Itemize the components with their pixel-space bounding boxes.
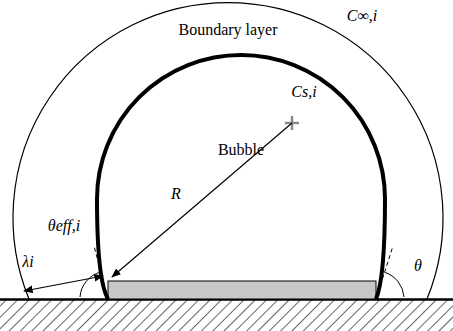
tangent-line xyxy=(94,246,108,299)
dry-patch xyxy=(108,281,376,299)
angle-arc xyxy=(385,272,404,297)
substrate-hatch xyxy=(0,300,453,331)
lambda-arrow xyxy=(24,276,103,291)
boundary-layer-region: Boundary layerBubble xyxy=(13,3,443,299)
region-label: Boundary layer xyxy=(178,21,277,39)
length-label: λi xyxy=(22,253,33,271)
angle-arc xyxy=(80,272,101,297)
radius-arrow xyxy=(112,123,292,277)
bubble: Bubble xyxy=(97,55,385,299)
concentration-label: C∞,i xyxy=(347,7,378,25)
boundary-layer-outline xyxy=(13,3,443,299)
angle-label: θeff,i xyxy=(48,217,80,235)
tangent-line xyxy=(376,246,393,299)
region-label: Bubble xyxy=(218,141,264,159)
radius-label: R xyxy=(171,185,181,203)
concentration-label: Cs,i xyxy=(291,83,316,101)
angle-label: θ xyxy=(414,257,422,275)
bubble-outline xyxy=(97,55,385,299)
